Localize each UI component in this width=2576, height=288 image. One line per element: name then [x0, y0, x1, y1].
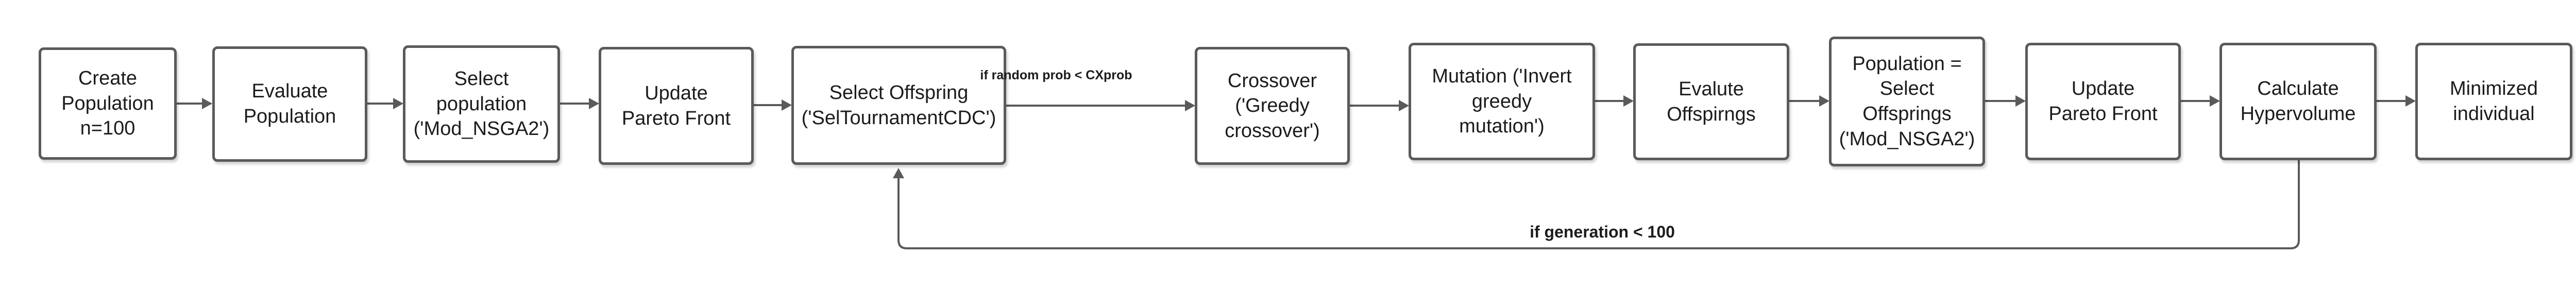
node-label: Minimized individual	[2449, 78, 2538, 125]
node-label: Create Population n=100	[61, 67, 154, 140]
node-create-population: Create Population n=100	[39, 47, 177, 160]
node-label: Population = Select Offsprings ('Mod_NSG…	[1839, 53, 1975, 150]
node-crossover: Crossover ('Greedy crossover')	[1195, 47, 1350, 165]
node-evaluate-offsprings: Evalute Offspirngs	[1633, 43, 1789, 160]
arrow-loop-back	[893, 160, 2300, 249]
node-label: Select Offspring ('SelTournamentCDC')	[801, 81, 996, 129]
node-population-select: Population = Select Offsprings ('Mod_NSG…	[1829, 37, 1985, 166]
crossover-condition-label: if random prob < CXprob	[980, 68, 1132, 82]
node-label: Evaluate Population	[243, 80, 336, 127]
node-label: Update Pareto Front	[2048, 78, 2158, 125]
node-calculate-hypervolume: Calculate Hypervolume	[2219, 43, 2377, 160]
node-label: Mutation ('Invert greedy mutation')	[1432, 65, 1572, 138]
arrow-create-to-evaluate	[177, 98, 212, 109]
node-label: Evalute Offspirngs	[1667, 78, 1756, 125]
node-update-pareto-front-1: Update Pareto Front	[599, 47, 754, 165]
node-select-population: Select population ('Mod_NSGA2')	[403, 45, 560, 163]
arrow-update-to-select-offspring	[754, 99, 792, 111]
node-update-pareto-front-2: Update Pareto Front	[2025, 43, 2181, 160]
node-label: Update Pareto Front	[621, 82, 731, 129]
arrow-hypervolume-to-minimized	[2377, 95, 2416, 107]
node-minimized-individual: Minimized individual	[2415, 43, 2572, 160]
arrow-update-to-hypervolume	[2181, 95, 2220, 107]
arrow-evaluate-offsprings-to-population	[1789, 95, 1829, 107]
node-label: Select population ('Mod_NSGA2')	[413, 68, 550, 140]
arrow-mutation-to-evaluate-offsprings	[1595, 95, 1634, 107]
node-select-offspring: Select Offspring ('SelTournamentCDC')	[791, 46, 1006, 165]
loop-condition-label: if generation < 100	[1530, 223, 1675, 241]
arrow-population-to-update	[1985, 95, 2026, 107]
arrow-crossover-to-mutation	[1350, 100, 1409, 111]
arrow-select-to-update	[560, 98, 599, 109]
node-evaluate-population: Evaluate Population	[212, 46, 367, 162]
node-label: Calculate Hypervolume	[2240, 78, 2356, 125]
arrow-evaluate-to-select	[367, 98, 403, 109]
arrow-select-offspring-to-crossover	[1006, 100, 1195, 111]
node-label: Crossover ('Greedy crossover')	[1225, 70, 1320, 142]
node-mutation: Mutation ('Invert greedy mutation')	[1409, 43, 1595, 160]
